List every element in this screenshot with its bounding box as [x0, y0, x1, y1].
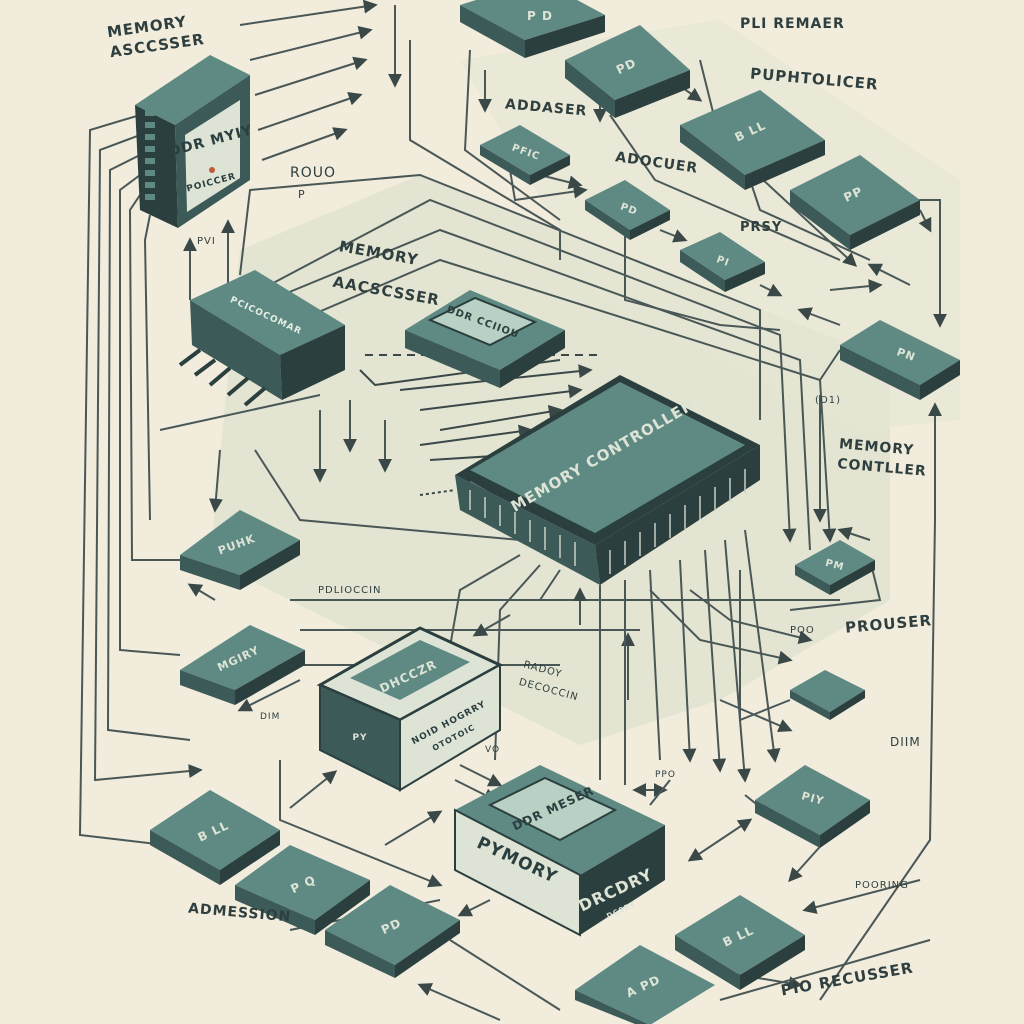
top-right-chip-1: B LL [680, 90, 825, 190]
upper-right-panel [460, 20, 960, 430]
label-pvi: PVI [197, 236, 216, 247]
dhcczr-block: DHCCZR NOID HOGRRY OTOTOIC PY [316, 626, 504, 792]
label-vo: VO [485, 745, 501, 755]
pd-chip: PD [585, 180, 670, 240]
top-chip-1-label: P D [527, 9, 553, 23]
piy-label: PIY [800, 789, 826, 808]
ddr-meser-block: DDR MESER PYMORY DRCDRY DCSSY [454, 765, 665, 937]
label-pooring: POORING [855, 880, 909, 891]
label-pdlioccin: PDLIOCCIN [318, 585, 382, 596]
label-dim: DIIM [890, 735, 921, 749]
puhk-chip: PUHK [180, 510, 300, 590]
label-p-small: P [298, 188, 306, 201]
top-chip-1: P D [460, 0, 605, 58]
piy-chip: PIY [755, 765, 870, 848]
bottom-center-chip: A PD [575, 945, 715, 1024]
connector-lines-left [78, 0, 840, 1021]
top-right-chip-2: PP [790, 155, 920, 250]
pn-label: PN [895, 345, 918, 364]
label-ppo: PPO [655, 770, 676, 780]
small-square-chip [790, 670, 865, 720]
bottom-left-chip-1: B LL [150, 790, 280, 885]
ddr-module-chip: DDR MYIY POICCER [135, 55, 255, 228]
pfic-chip: PFIC [480, 125, 570, 185]
bottom-left-chip-2: P Q [235, 845, 370, 935]
memory-controller-chip: MEMORY CONTROLLER [455, 375, 760, 585]
center-ddr-chip: DDR CCIIOU [405, 290, 565, 388]
pm-chip: PM [795, 540, 875, 595]
left-processor-chip: PCICOCOMAR [178, 270, 345, 407]
label-prsy: PRSY [740, 220, 783, 235]
top-chip-2: PD [565, 25, 690, 118]
label-poo: POO [790, 625, 815, 636]
label-rouo: ROUO [290, 165, 337, 181]
label-memory-controller-right: MEMORY CONTLLER [836, 436, 928, 480]
pi-chip: PI [680, 232, 765, 292]
ddr-module-pins [145, 110, 155, 200]
label-pull-remaer: PLI REMAER [740, 16, 845, 32]
bottom-left-chip-3: PD [325, 885, 460, 978]
dhcczr-side-label: PY [352, 733, 367, 743]
label-o01: (O1) [815, 395, 842, 406]
pi-label: PI [715, 254, 731, 269]
pm-label: PM [824, 558, 845, 574]
label-dim-small: DIM [260, 712, 281, 722]
pn-chip: PN [840, 320, 960, 400]
mgiry-chip: MGIRY [180, 625, 305, 705]
bottom-right-chip: B LL [675, 895, 805, 990]
